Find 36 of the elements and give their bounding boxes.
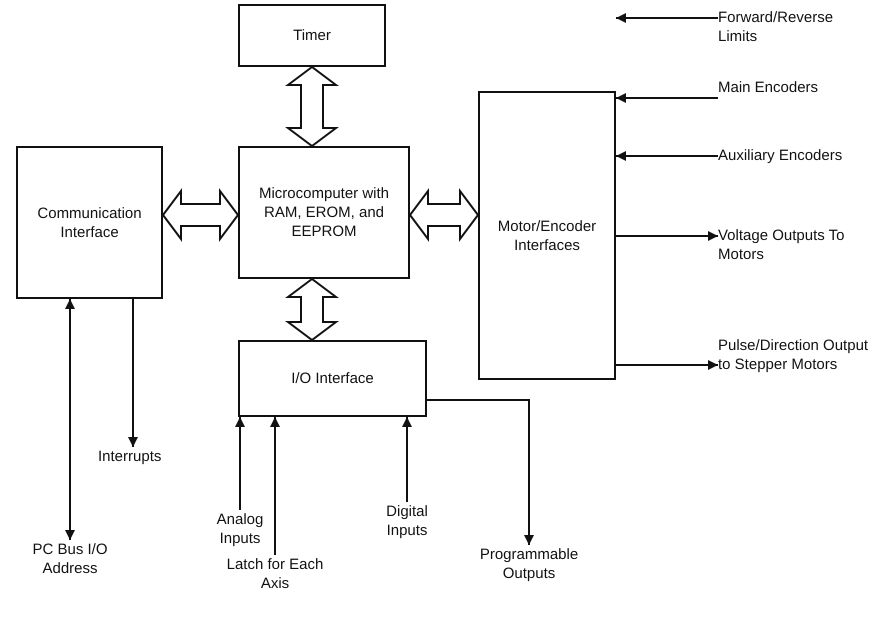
signal-label: Forward/Reverse Limits	[718, 9, 834, 45]
block-label: I/O Interface	[291, 369, 374, 388]
signal-label: Pulse/Direction Output to Stepper Motors	[718, 337, 868, 373]
block-label: Motor/Encoder Interfaces	[496, 216, 598, 254]
double-block-arrow	[285, 278, 339, 342]
arrow	[616, 360, 718, 370]
signal-label: Auxiliary Encoders	[718, 147, 842, 164]
arrow	[616, 151, 718, 161]
arrow	[427, 399, 534, 545]
block-box	[478, 91, 616, 380]
signal-label: Voltage Outputs To Motors	[718, 227, 844, 263]
signal-label: Main Encoders	[718, 79, 818, 96]
block-box	[16, 146, 163, 299]
signal-label: PC Bus I/O Address	[32, 541, 108, 577]
block-box	[238, 146, 410, 279]
arrow	[65, 299, 75, 540]
block-box	[238, 340, 427, 417]
double-block-arrow	[285, 66, 339, 148]
block-label: Timer	[293, 26, 331, 45]
arrow	[616, 13, 718, 23]
arrow	[616, 93, 718, 103]
signal-label: Digital Inputs	[386, 503, 428, 539]
signal-label: Latch for Each Axis	[226, 556, 324, 592]
double-block-arrow	[408, 188, 480, 242]
arrow	[402, 417, 412, 502]
arrow	[616, 231, 718, 241]
arrow	[270, 417, 280, 555]
signal-label: Interrupts	[98, 448, 162, 465]
signal-label: Programmable Outputs	[480, 546, 578, 582]
signal-label: Analog Inputs	[216, 511, 264, 547]
double-block-arrow	[162, 188, 240, 242]
arrow	[128, 299, 138, 447]
block-label: Communication Interface	[36, 204, 143, 242]
arrow	[235, 417, 245, 510]
block-box	[238, 4, 386, 67]
block-label: Microcomputer with RAM, EROM, and EEPROM	[258, 184, 390, 241]
